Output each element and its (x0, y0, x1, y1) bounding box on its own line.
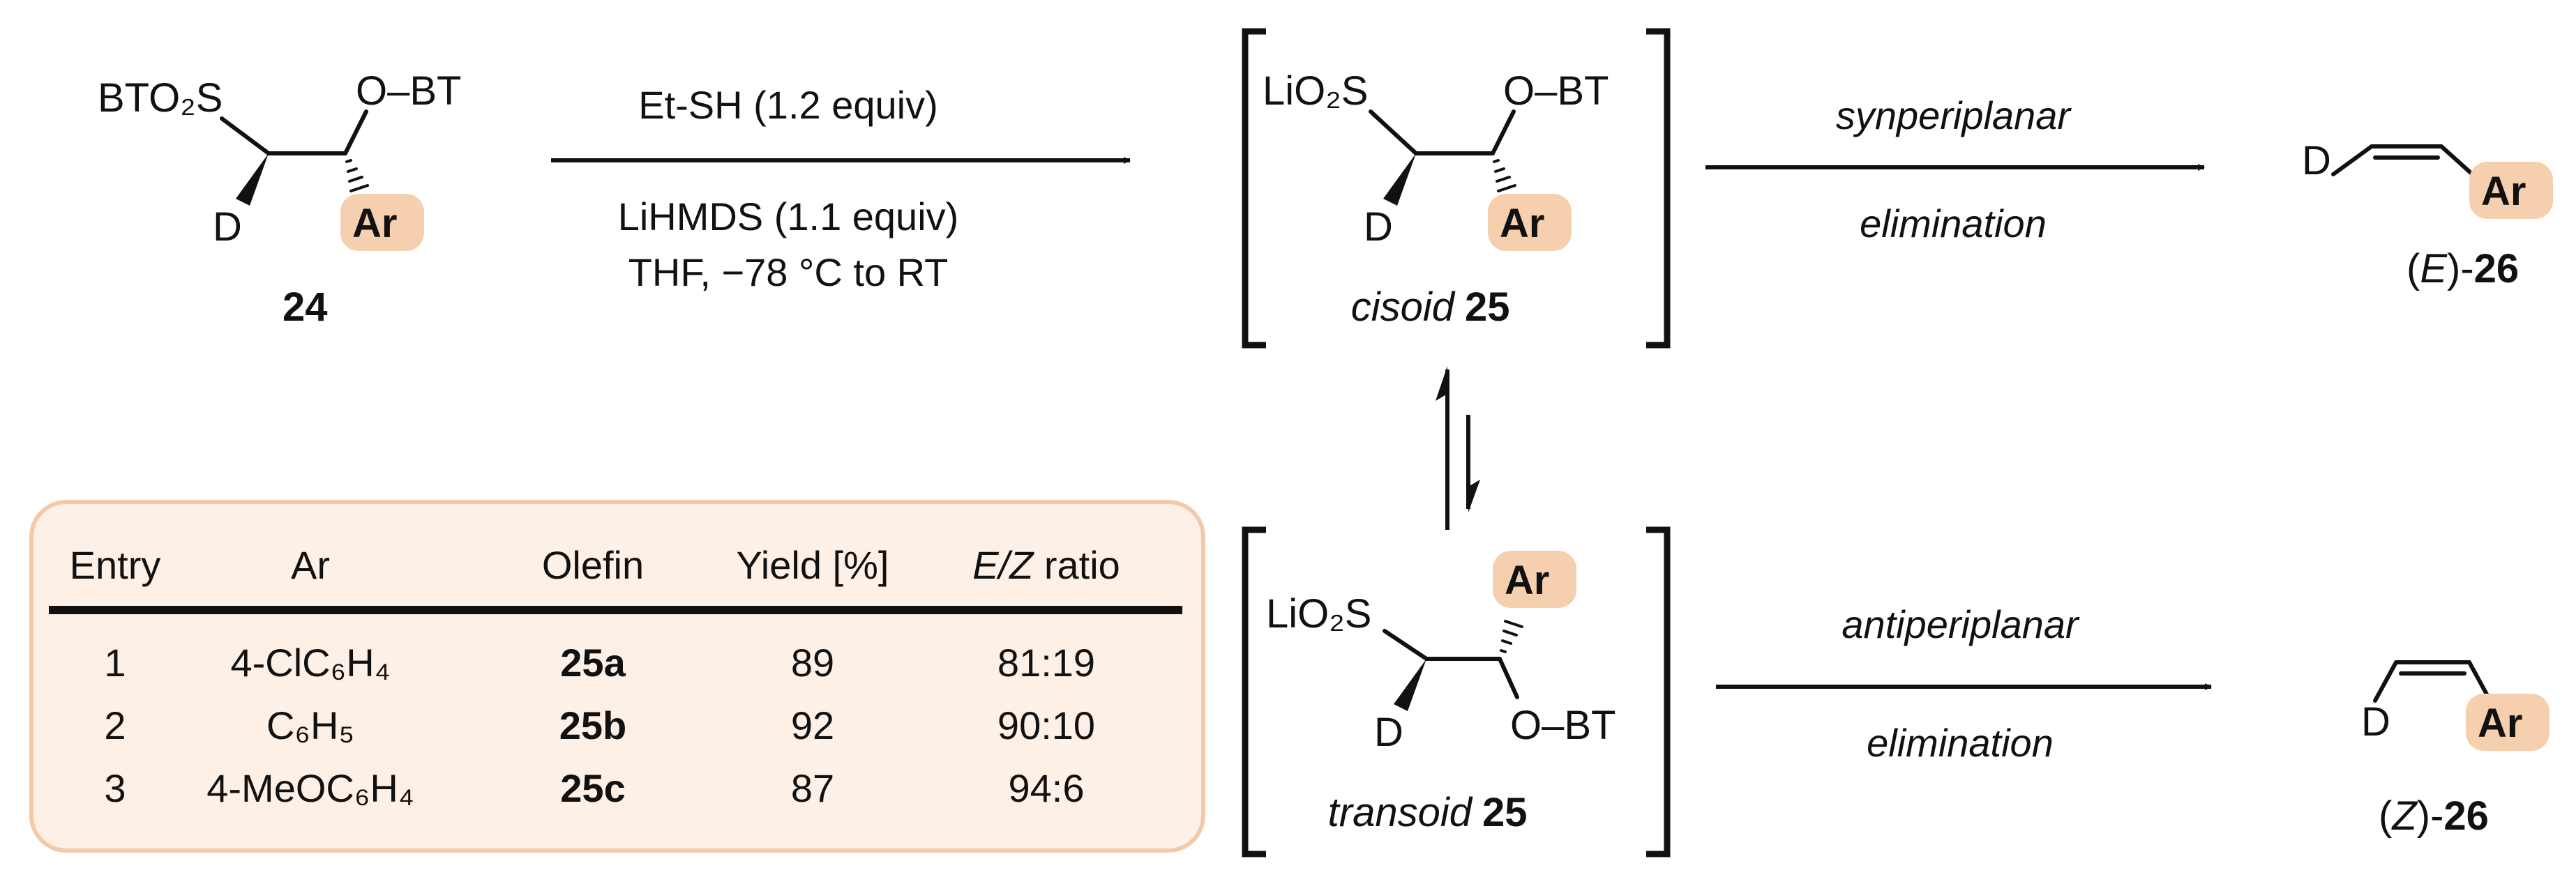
deuterium-label: D (2361, 699, 2390, 745)
header-olefin: Olefin (542, 543, 644, 587)
product-label: (Z)-26 (2379, 793, 2489, 839)
cell-ratio: 81:19 (997, 641, 1095, 685)
header-ez-ratio: E/Z ratio (972, 543, 1120, 587)
table-background (29, 500, 1205, 853)
bond-c2-o (1498, 657, 1519, 699)
bond-c2-ar (2439, 144, 2478, 180)
compound-24: BTO₂S O–BT D Ar 24 (98, 68, 462, 330)
right-bracket (1646, 526, 1671, 858)
header-yield: Yield [%] (737, 543, 889, 587)
wedge-bond-d (236, 153, 269, 206)
deuterium-label: D (1374, 710, 1403, 755)
sulfone-group: BTO₂S (98, 75, 223, 121)
aryl-label: Ar (352, 201, 397, 246)
aryl-highlight (1488, 194, 1572, 251)
aryl-highlight (2469, 162, 2553, 219)
sulfinate-group: LiO₂S (1263, 68, 1368, 114)
deuterium-label: D (213, 204, 242, 250)
right-bracket (1646, 28, 1671, 349)
cell-yield: 89 (791, 641, 834, 685)
hash-bond-ar (1493, 159, 1516, 192)
cell-entry: 2 (104, 703, 126, 747)
ether-group: O–BT (1510, 703, 1616, 748)
sulfinate-group: LiO₂S (1266, 591, 1371, 637)
cisoid-label: cisoid (1351, 284, 1456, 330)
deuterium-label: D (1364, 204, 1393, 250)
cell-ar: C₆H₅ (266, 703, 354, 747)
equilibrium-arrows (1436, 366, 1480, 530)
cell-yield: 92 (791, 703, 834, 747)
cell-ar: 4-MeOC₆H₄ (206, 766, 414, 810)
wedge-bond-d (1383, 153, 1416, 206)
cell-olefin: 25a (560, 641, 626, 685)
cell-olefin: 25c (560, 766, 625, 810)
deuterium-label: D (2302, 138, 2331, 183)
cell-ratio: 90:10 (997, 703, 1095, 747)
transoid-intermediate: LiO₂S O–BT D Ar transoid 25 (1242, 526, 1671, 858)
results-table: Entry Ar Olefin Yield [%] E/Z ratio 1 4-… (29, 500, 1205, 853)
elimination-label: elimination (1867, 721, 2054, 765)
syn-label: synperiplanar (1836, 93, 2072, 137)
compound-number: 25 (1482, 790, 1528, 835)
elimination-label: elimination (1860, 201, 2047, 245)
bond-c2-o (1491, 109, 1516, 155)
cell-olefin: 25b (559, 703, 627, 747)
bond-s-c1 (1383, 629, 1429, 661)
reagent-below-2: THF, −78 °C to RT (628, 250, 949, 294)
anti-label: antiperiplanar (1841, 602, 2080, 646)
bond-s-c1 (220, 116, 271, 155)
wedge-bond-d (1394, 659, 1426, 711)
cell-entry: 1 (104, 641, 126, 685)
reagent-below-1: LiHMDS (1.1 equiv) (618, 195, 959, 238)
product-e-26: D Ar (E)-26 (2302, 138, 2553, 291)
reaction-arrow-1: Et-SH (1.2 equiv) LiHMDS (1.1 equiv) THF… (551, 83, 1131, 294)
hash-bond-ar (1500, 620, 1523, 653)
syn-elimination-arrow: synperiplanar elimination (1705, 93, 2205, 245)
product-label: (E)-26 (2406, 246, 2519, 291)
eq-down-head (1468, 480, 1480, 512)
bond-d-c1 (2373, 660, 2398, 703)
reagent-above: Et-SH (1.2 equiv) (638, 83, 938, 127)
hash-bond-ar (345, 159, 369, 192)
eq-up-head (1436, 366, 1447, 401)
table-row: 2 C₆H₅ 25b 92 90:10 (104, 703, 1095, 747)
bond-s-c1 (1369, 109, 1418, 155)
aryl-label: Ar (1505, 558, 1549, 603)
product-z-26: D Ar (Z)-26 (2361, 660, 2549, 839)
aryl-highlight (340, 194, 424, 251)
header-entry: Entry (70, 543, 161, 587)
compound-number: 25 (1465, 284, 1510, 330)
cell-entry: 3 (104, 766, 126, 810)
anti-elimination-arrow: antiperiplanar elimination (1716, 602, 2212, 765)
aryl-label: Ar (2478, 701, 2522, 746)
aryl-label: Ar (2481, 169, 2526, 214)
aryl-highlight (1493, 551, 1576, 608)
bond-d-c1 (2331, 144, 2374, 176)
header-ar: Ar (291, 543, 330, 587)
left-bracket (1242, 526, 1266, 858)
left-bracket (1242, 28, 1266, 349)
table-row: 3 4-MeOC₆H₄ 25c 87 94:6 (104, 766, 1084, 810)
ether-group: O–BT (356, 68, 462, 114)
transoid-label: transoid (1328, 790, 1473, 835)
table-row: 1 4-ClC₆H₄ 25a 89 81:19 (104, 641, 1095, 685)
cell-yield: 87 (791, 766, 834, 810)
cell-ratio: 94:6 (1009, 766, 1085, 810)
bond-c2-o (343, 109, 368, 155)
aryl-highlight (2466, 694, 2549, 751)
aryl-label: Ar (1500, 201, 1544, 246)
cisoid-intermediate: LiO₂S O–BT D Ar cisoid 25 (1242, 28, 1671, 349)
compound-number: 24 (283, 284, 328, 330)
cell-ar: 4-ClC₆H₄ (230, 641, 390, 685)
ether-group: O–BT (1503, 68, 1609, 114)
